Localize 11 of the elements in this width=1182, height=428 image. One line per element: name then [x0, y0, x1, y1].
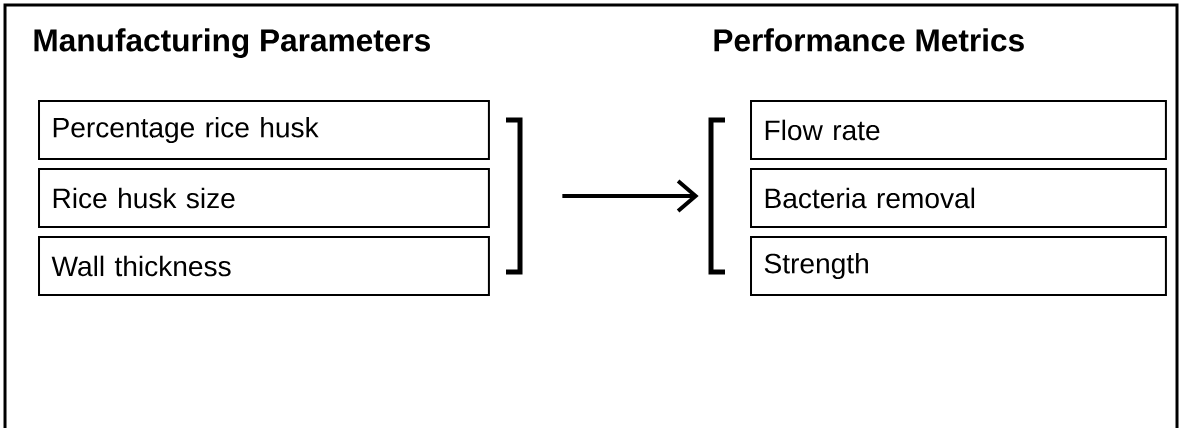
bracket — [506, 117, 523, 275]
arrow — [562, 179, 699, 213]
bracket — [708, 117, 725, 275]
section-heading: Performance Metrics — [714, 28, 1024, 52]
text-box: Rice husk size — [38, 168, 490, 228]
text-box: Percentage rice husk — [38, 100, 490, 160]
text-box: Flow rate — [750, 100, 1167, 160]
section-heading: Manufacturing Parameters — [34, 28, 430, 58]
text-box: Bacteria removal — [750, 168, 1167, 228]
text-box: Strength — [750, 236, 1167, 296]
text-box: Wall thickness — [38, 236, 490, 296]
